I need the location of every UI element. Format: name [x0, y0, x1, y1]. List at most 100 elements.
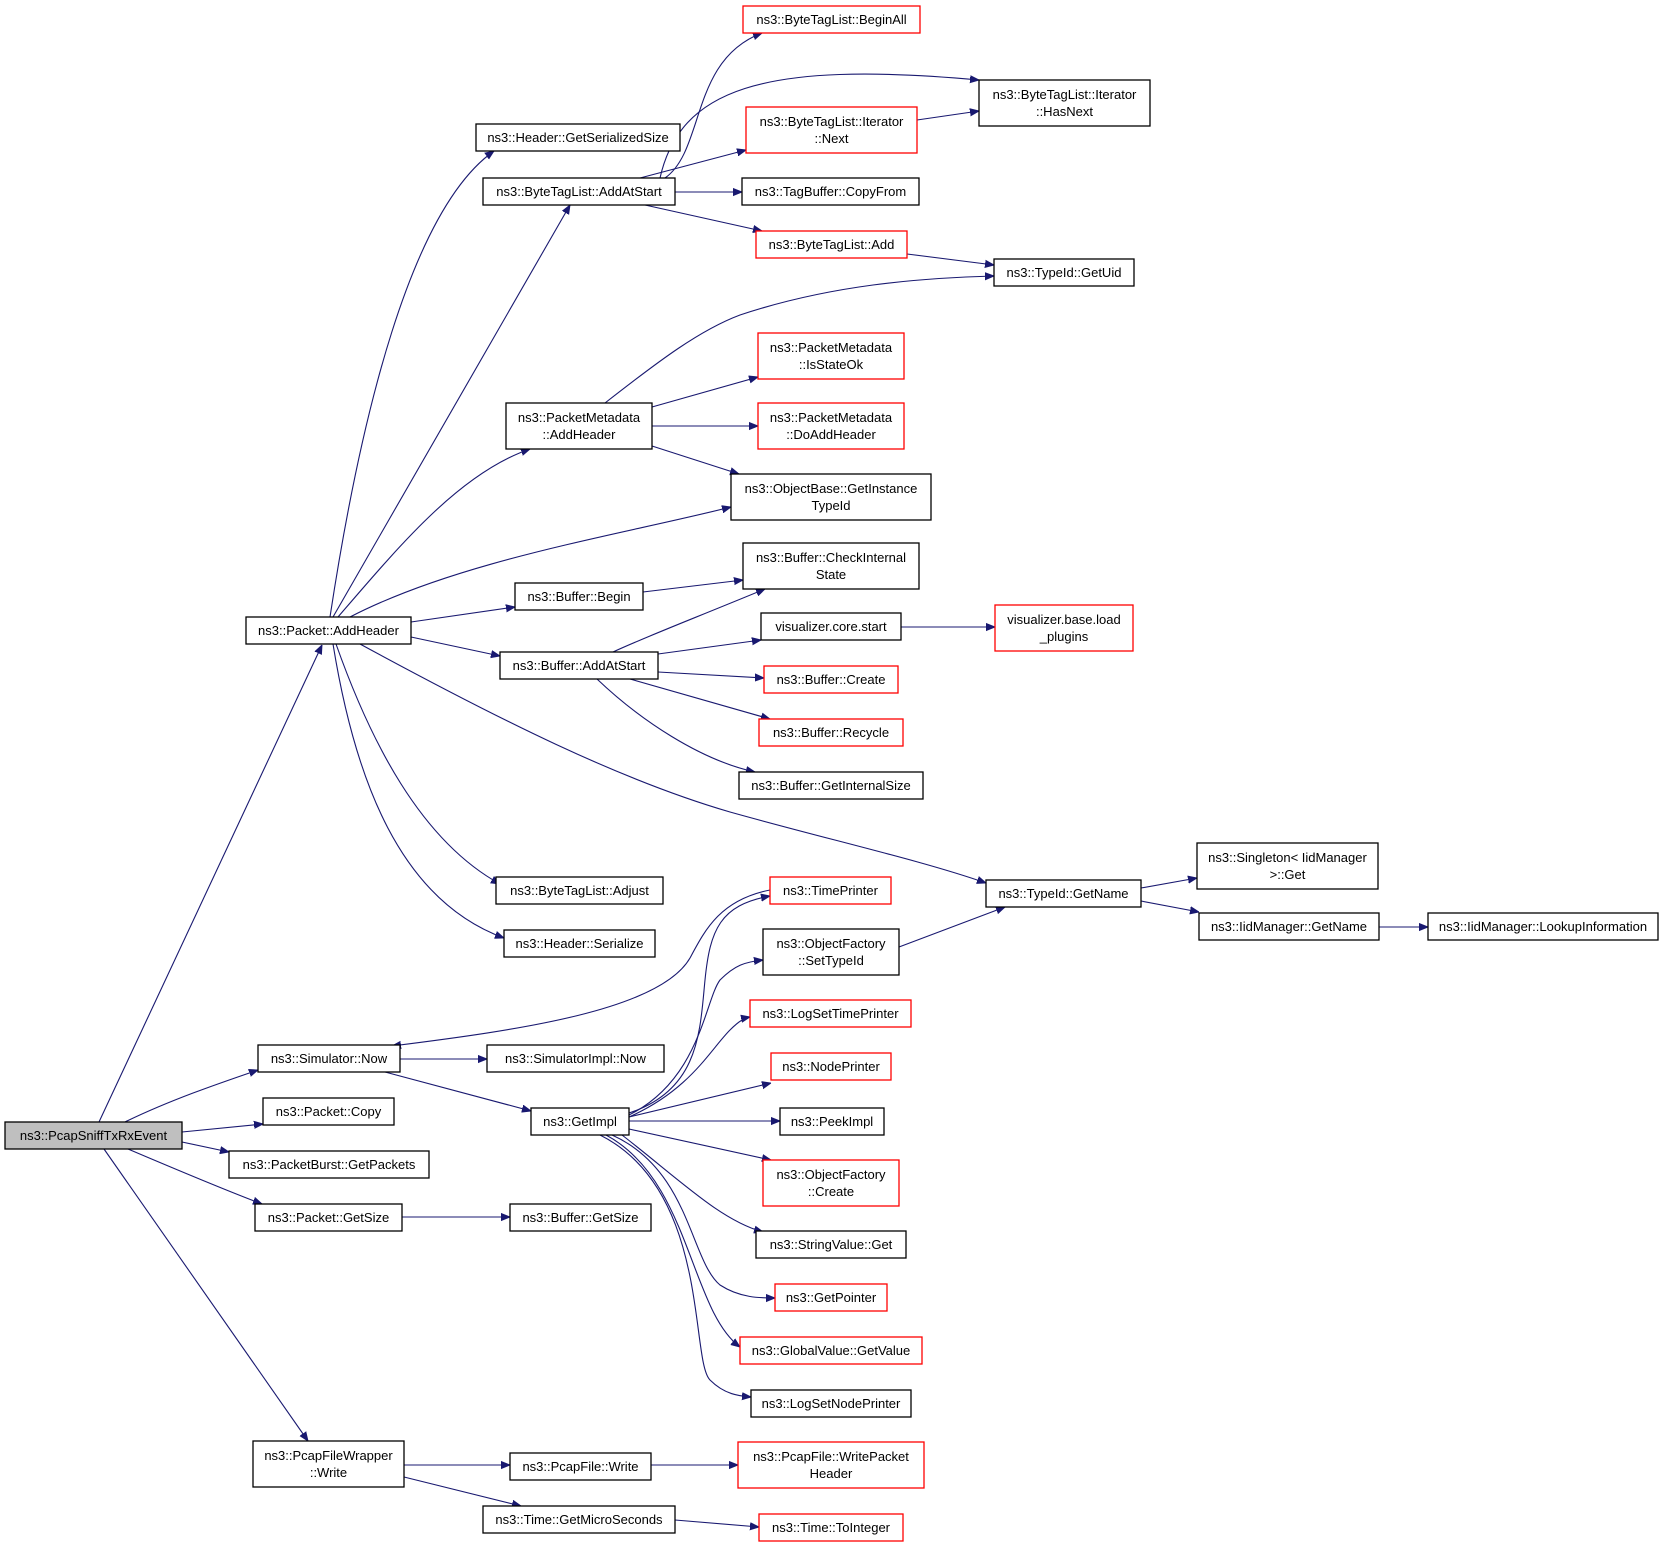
node-label: ns3::Packet::Copy — [276, 1104, 382, 1119]
node-visualizer-base-loadplugins[interactable]: visualizer.base.load_plugins — [994, 604, 1134, 652]
node-label: ns3::Buffer::Begin — [527, 589, 630, 604]
node-label: ns3::PacketMetadata — [770, 410, 893, 425]
node-label: ns3::PeekImpl — [791, 1114, 873, 1129]
node-box — [741, 177, 920, 206]
node-box — [978, 79, 1151, 127]
edge-getimpl-to-getpointer — [611, 1134, 775, 1298]
node-typeid-getuid[interactable]: ns3::TypeId::GetUid — [993, 258, 1135, 287]
node-logsettimeprinter[interactable]: ns3::LogSetTimePrinter — [749, 999, 912, 1028]
node-bytetaglist-addatstart[interactable]: ns3::ByteTagList::AddAtStart — [482, 177, 676, 206]
node-iidmanager-lookupinformation[interactable]: ns3::IidManager::LookupInformation — [1427, 912, 1659, 941]
node-bytetaglist-add[interactable]: ns3::ByteTagList::Add — [755, 230, 908, 259]
node-time-tointeger[interactable]: ns3::Time::ToInteger — [758, 1513, 904, 1542]
edge-getimpl-to-logsetnodeprinter — [599, 1134, 751, 1397]
node-box — [758, 1513, 904, 1542]
node-packetmetadata-doaddheader[interactable]: ns3::PacketMetadata::DoAddHeader — [757, 402, 905, 450]
node-box — [774, 1283, 888, 1312]
node-iidmanager-getname[interactable]: ns3::IidManager::GetName — [1198, 912, 1380, 941]
node-timeprinter[interactable]: ns3::TimePrinter — [769, 876, 892, 905]
node-box — [770, 1052, 892, 1081]
node-box — [254, 1203, 403, 1232]
node-globalvalue-getvalue[interactable]: ns3::GlobalValue::GetValue — [739, 1336, 923, 1365]
node-simulatorimpl-now[interactable]: ns3::SimulatorImpl::Now — [486, 1044, 665, 1073]
node-packet-copy[interactable]: ns3::Packet::Copy — [262, 1097, 395, 1126]
node-box — [482, 177, 676, 206]
edge-timeprinter-to-simulator-now — [392, 889, 771, 1046]
edge-pcap-sniff-to-packet-addheader — [98, 645, 322, 1123]
node-label: ns3::Buffer::GetSize — [522, 1210, 638, 1225]
node-box — [755, 1230, 907, 1259]
edge-getimpl-to-timeprinter — [628, 896, 770, 1114]
node-label: ns3::PacketMetadata — [518, 410, 641, 425]
edge-buffer-addatstart-to-buffer-checkinternalstate — [612, 588, 765, 653]
node-logsetnodeprinter[interactable]: ns3::LogSetNodePrinter — [750, 1389, 912, 1418]
node-peekimpl[interactable]: ns3::PeekImpl — [779, 1107, 885, 1136]
node-pcapfile-write[interactable]: ns3::PcapFile::Write — [509, 1452, 652, 1481]
node-buffer-addatstart[interactable]: ns3::Buffer::AddAtStart — [499, 651, 659, 680]
node-packet-addheader[interactable]: ns3::Packet::AddHeader — [245, 616, 412, 645]
node-buffer-getsize[interactable]: ns3::Buffer::GetSize — [509, 1203, 652, 1232]
node-box — [503, 929, 656, 958]
node-packetmetadata-addheader[interactable]: ns3::PacketMetadata::AddHeader — [505, 402, 653, 450]
node-packetmetadata-isstateok[interactable]: ns3::PacketMetadata::IsStateOk — [757, 332, 905, 380]
edge-bytetaglist-addatstart-to-bytetaglist-iterator-next — [639, 150, 746, 179]
node-box — [985, 879, 1142, 908]
node-bytetaglist-iterator-hasnext[interactable]: ns3::ByteTagList::Iterator::HasNext — [978, 79, 1151, 127]
node-box — [994, 604, 1134, 652]
node-label: ns3::Header::GetSerializedSize — [487, 130, 668, 145]
node-label: ::SetTypeId — [798, 953, 864, 968]
node-singleton-get[interactable]: ns3::Singleton< IidManager>::Get — [1196, 842, 1379, 890]
node-time-getmicroseconds[interactable]: ns3::Time::GetMicroSeconds — [482, 1505, 676, 1534]
node-box — [993, 258, 1135, 287]
node-label: ns3::StringValue::Get — [770, 1237, 893, 1252]
edge-simulator-now-to-getimpl — [384, 1071, 531, 1111]
node-label: ::IsStateOk — [799, 357, 864, 372]
node-header-serialize[interactable]: ns3::Header::Serialize — [503, 929, 656, 958]
node-label: ns3::Header::Serialize — [516, 936, 644, 951]
node-header-getserializedsize[interactable]: ns3::Header::GetSerializedSize — [475, 123, 681, 152]
edge-getimpl-to-logsettimeprinter — [628, 1017, 750, 1118]
node-nodeprinter[interactable]: ns3::NodePrinter — [770, 1052, 892, 1081]
node-packet-getsize[interactable]: ns3::Packet::GetSize — [254, 1203, 403, 1232]
node-label: ::AddHeader — [543, 427, 617, 442]
node-pcapfilewrapper-write[interactable]: ns3::PcapFileWrapper::Write — [252, 1440, 405, 1488]
node-visualizer-core-start[interactable]: visualizer.core.start — [760, 612, 902, 641]
node-box — [495, 876, 664, 905]
edge-pcap-sniff-to-packet-getsize — [127, 1148, 262, 1204]
node-packetburst-getpackets[interactable]: ns3::PacketBurst::GetPackets — [228, 1150, 430, 1179]
node-bytetaglist-adjust[interactable]: ns3::ByteTagList::Adjust — [495, 876, 664, 905]
node-bytetaglist-iterator-next[interactable]: ns3::ByteTagList::Iterator::Next — [745, 106, 918, 154]
node-pcap-sniff[interactable]: ns3::PcapSniffTxRxEvent — [4, 1121, 183, 1150]
node-bytetaglist-beginall[interactable]: ns3::ByteTagList::BeginAll — [742, 5, 921, 34]
node-tagbuffer-copyfrom[interactable]: ns3::TagBuffer::CopyFrom — [741, 177, 920, 206]
node-objectfactory-create[interactable]: ns3::ObjectFactory::Create — [762, 1159, 900, 1207]
node-box — [762, 1159, 900, 1207]
edge-packetmetadata-addheader-to-objectbase-getinstancetypeid — [651, 445, 739, 474]
node-label: ns3::PcapFileWrapper — [264, 1448, 393, 1463]
node-getpointer[interactable]: ns3::GetPointer — [774, 1283, 888, 1312]
edge-bytetaglist-addatstart-to-bytetaglist-beginall — [664, 33, 762, 179]
node-box — [486, 1044, 665, 1073]
node-buffer-begin[interactable]: ns3::Buffer::Begin — [514, 582, 644, 611]
node-label: ::Next — [815, 131, 849, 146]
node-label: TypeId — [811, 498, 850, 513]
edge-pcap-sniff-to-pcapfilewrapper-write — [103, 1148, 308, 1441]
node-stringvalue-get[interactable]: ns3::StringValue::Get — [755, 1230, 907, 1259]
node-label: visualizer.core.start — [775, 619, 887, 634]
node-label: ns3::ObjectFactory — [776, 1167, 886, 1182]
node-box — [779, 1107, 885, 1136]
node-label: ns3::GlobalValue::GetValue — [752, 1343, 911, 1358]
node-getimpl[interactable]: ns3::GetImpl — [530, 1107, 630, 1136]
node-simulator-now[interactable]: ns3::Simulator::Now — [257, 1044, 401, 1073]
node-label: _plugins — [1039, 629, 1089, 644]
node-buffer-recycle[interactable]: ns3::Buffer::Recycle — [758, 718, 904, 747]
node-typeid-getname[interactable]: ns3::TypeId::GetName — [985, 879, 1142, 908]
node-objectfactory-settypeid[interactable]: ns3::ObjectFactory::SetTypeId — [762, 928, 900, 976]
node-buffer-getinternalsize[interactable]: ns3::Buffer::GetInternalSize — [738, 771, 924, 800]
node-buffer-create[interactable]: ns3::Buffer::Create — [763, 665, 899, 694]
node-label: ns3::TypeId::GetUid — [1007, 265, 1122, 280]
node-label: ns3::ByteTagList::Add — [769, 237, 895, 252]
